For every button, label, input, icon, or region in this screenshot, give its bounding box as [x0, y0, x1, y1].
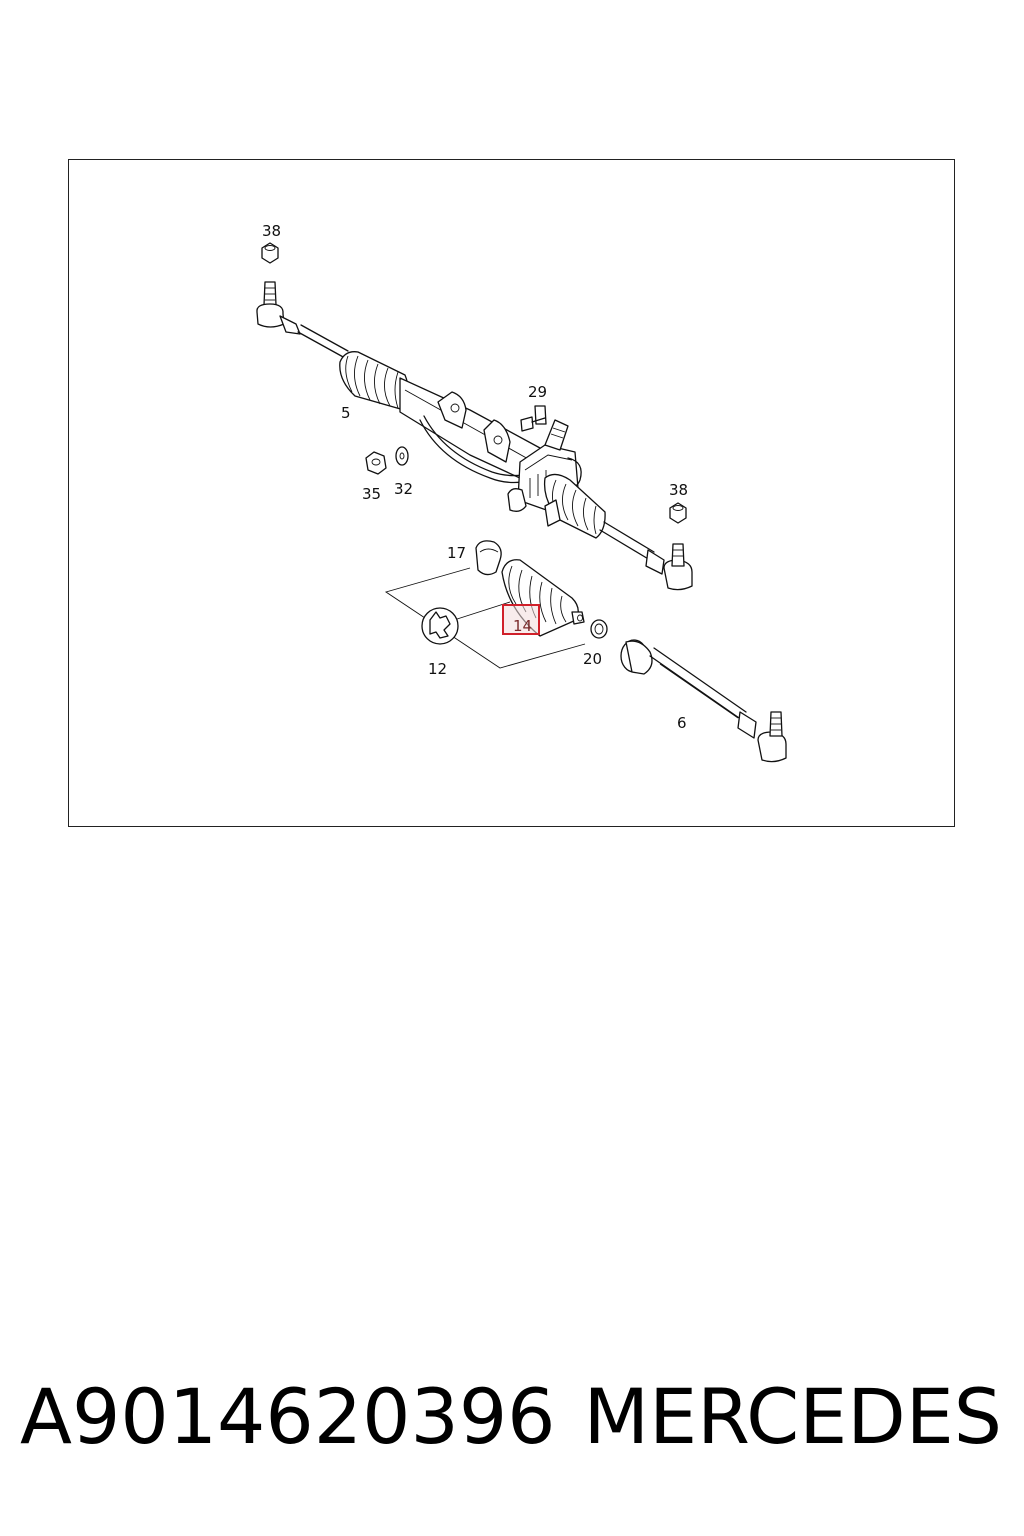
tie-rod-end-left — [256, 242, 349, 359]
highlight-box-14 — [502, 604, 540, 635]
callout-38-top: 38 — [262, 222, 281, 240]
nut-38-right — [669, 502, 687, 524]
tie-rod-end-right — [599, 502, 693, 591]
callout-20: 20 — [583, 650, 602, 668]
inner-tie-rod-6 — [620, 639, 787, 763]
nut-38-top — [261, 242, 279, 264]
wrench-icon — [421, 607, 459, 645]
clamp-17 — [475, 540, 502, 576]
callout-35: 35 — [362, 485, 381, 503]
callout-38-right: 38 — [669, 481, 688, 499]
clamp-20 — [590, 619, 608, 639]
callout-32: 32 — [394, 480, 413, 498]
steering-rack-assembly — [339, 351, 606, 539]
nut-35 — [365, 451, 387, 475]
bolt-29 — [520, 405, 547, 432]
callout-29: 29 — [528, 383, 547, 401]
callout-6: 6 — [677, 714, 687, 732]
callout-14[interactable]: 14 — [513, 617, 532, 635]
callout-5: 5 — [341, 404, 351, 422]
washer-32 — [395, 446, 409, 466]
brand-name: MERCEDES — [583, 1372, 1002, 1461]
part-number: A9014620396 — [20, 1372, 556, 1461]
callout-17: 17 — [447, 544, 466, 562]
callout-12: 12 — [428, 660, 447, 678]
